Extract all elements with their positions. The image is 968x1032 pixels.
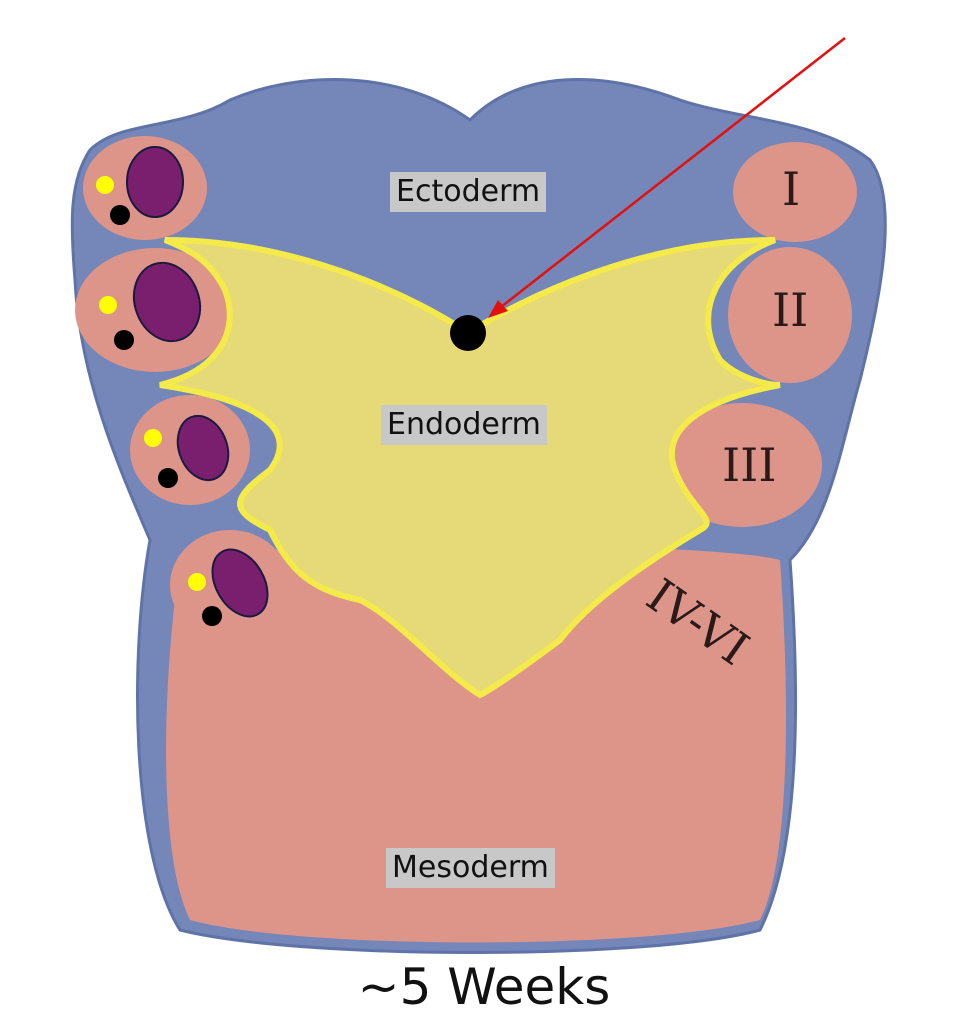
arch-label-3: III [722, 438, 777, 492]
left-arch-structures [96, 146, 269, 626]
foramen-cecum-dot [450, 315, 486, 351]
ectoderm-label: Ectoderm [390, 172, 547, 212]
endoderm-label: Endoderm [381, 405, 547, 445]
mesoderm-label: Mesoderm [386, 848, 555, 888]
arch-label-2: II [772, 283, 809, 337]
arrow-head-icon [488, 300, 508, 318]
right-arches [662, 142, 857, 527]
pointer-arrow [491, 37, 846, 315]
arch-label-1: I [782, 162, 801, 216]
endoderm-region [159, 237, 781, 699]
caption: ~5 Weeks [357, 958, 611, 1016]
mesoderm-region [166, 545, 786, 943]
